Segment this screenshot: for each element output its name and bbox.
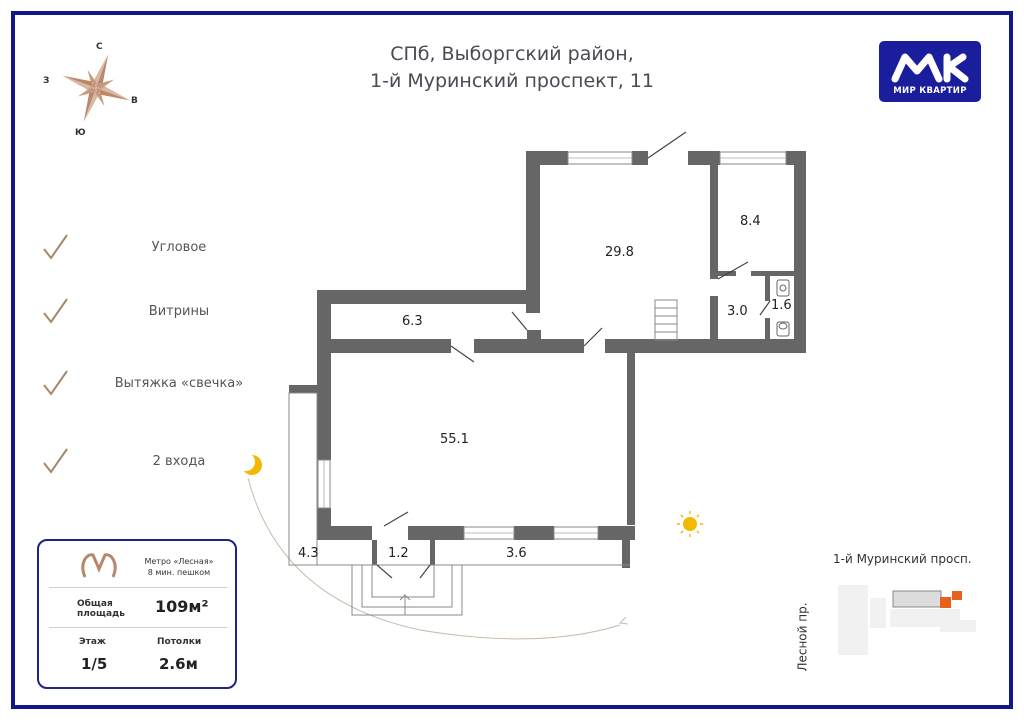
site-buildings	[838, 585, 976, 655]
company-logo: МИР КВАРТИР	[879, 41, 981, 102]
street-label-horizontal: 1-й Муринский просп.	[833, 552, 972, 566]
moon-icon	[237, 453, 262, 475]
room-label: 1.2	[388, 546, 409, 561]
room-label: 55.1	[440, 432, 469, 447]
feature-label: Угловое	[151, 240, 207, 255]
compass-south: Ю	[75, 128, 86, 138]
metro-logo-icon	[81, 553, 117, 578]
address-title: СПб, Выборгский район, 1-й Муринский про…	[0, 41, 1024, 95]
site-map	[838, 585, 976, 655]
room-label: 4.3	[298, 546, 319, 561]
divider	[49, 587, 227, 588]
room-label: 29.8	[605, 245, 634, 260]
target-marker	[952, 591, 962, 600]
area-label-line1: Общая	[77, 599, 113, 609]
metro-walk: 8 мин. пешком	[147, 568, 211, 577]
target-building	[892, 590, 942, 608]
info-card: Метро «Лесная» 8 мин. пешком Общая площа…	[37, 539, 237, 689]
feature-item: Витрины	[40, 296, 270, 336]
sun-path	[247, 477, 621, 640]
target-marker	[940, 597, 951, 608]
compass-rose-icon	[62, 54, 130, 122]
room-label: 3.0	[727, 304, 748, 319]
toilet-icon	[776, 279, 790, 337]
street-label-vertical: Лесной пр.	[795, 602, 810, 672]
check-icon	[43, 234, 68, 260]
walls	[289, 151, 806, 568]
feature-item: Вытяжка «свечка»	[40, 368, 270, 408]
room-label: 3.6	[506, 546, 527, 561]
ceiling-value: 2.6м	[159, 655, 198, 673]
logo-text: МИР КВАРТИР	[893, 86, 967, 96]
doors	[376, 131, 771, 579]
room-label: 1.6	[771, 298, 792, 313]
feature-item: 2 входа	[40, 446, 270, 486]
area-value: 109м²	[155, 597, 209, 616]
thin-outlines	[288, 299, 678, 616]
mk-logo-icon	[891, 53, 969, 83]
check-icon	[43, 370, 68, 396]
check-icon	[43, 448, 68, 474]
metro-info: Метро «Лесная» 8 мин. пешком	[129, 556, 229, 578]
compass-west: З	[43, 76, 50, 86]
area-label-line2: площадь	[77, 609, 125, 619]
window-lines	[323, 157, 786, 534]
room-label: 8.4	[740, 214, 761, 229]
feature-label: 2 входа	[152, 454, 206, 469]
ceiling-label: Потолки	[157, 637, 202, 647]
floor-value: 1/5	[81, 655, 108, 673]
check-icon	[43, 298, 68, 324]
address-line-1: СПб, Выборгский район,	[390, 43, 634, 65]
compass-east: В	[131, 96, 138, 106]
feature-item: Угловое	[40, 232, 270, 272]
compass-north: С	[96, 42, 103, 52]
feature-label: Витрины	[148, 304, 210, 319]
divider	[49, 627, 227, 628]
feature-label: Вытяжка «свечка»	[114, 376, 244, 391]
floor-label: Этаж	[79, 637, 106, 647]
room-label: 6.3	[402, 314, 423, 329]
metro-title: Метро «Лесная»	[144, 557, 214, 566]
area-label: Общая площадь	[77, 599, 125, 619]
sun-path-arrow	[618, 616, 629, 625]
sun-icon	[677, 511, 703, 537]
address-line-2: 1-й Муринский проспект, 11	[370, 70, 654, 92]
